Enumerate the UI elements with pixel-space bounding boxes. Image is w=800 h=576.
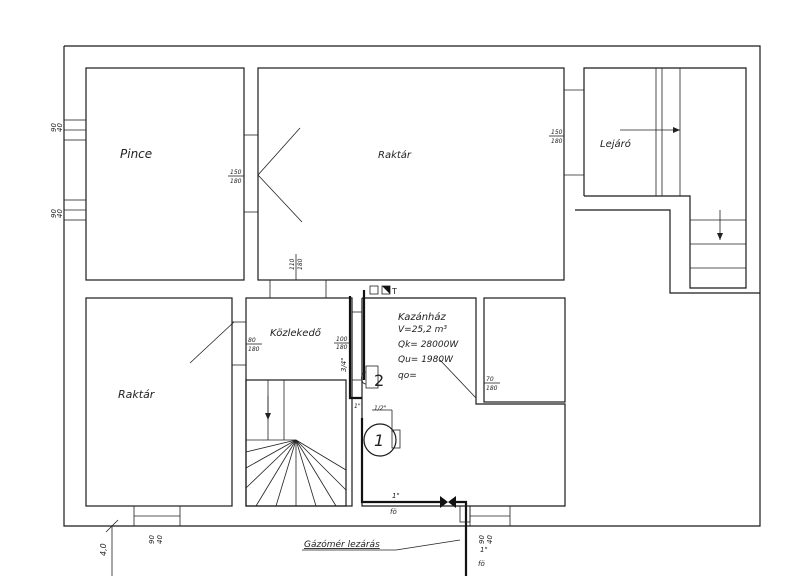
heater-number: 2 bbox=[374, 371, 384, 390]
room-raktar-top-outline bbox=[257, 67, 565, 281]
stair-kozlekedo bbox=[245, 380, 347, 507]
room-label-kazanhaz: Kazánház bbox=[398, 311, 447, 323]
pipe-label-small-2: 1/2" bbox=[374, 405, 387, 412]
door-dim-raktar-kozl-bottom: 180 bbox=[297, 258, 304, 270]
door-dim-kozl-raktar-bottom: 180 bbox=[248, 346, 260, 353]
room-label-lejaro: Lejáró bbox=[600, 138, 631, 150]
stair-lejaro bbox=[620, 68, 746, 269]
room-lejaro-outline bbox=[583, 67, 747, 289]
window-dim-pince-1-top: 90 bbox=[50, 123, 58, 132]
room-label-raktar-top: Raktár bbox=[378, 149, 412, 161]
height-dimension bbox=[105, 519, 119, 576]
window-dim-pince-1-bottom: 40 bbox=[56, 123, 64, 132]
room-kazanhaz-outline bbox=[361, 297, 566, 507]
room-outlines bbox=[85, 67, 747, 507]
wall-height-label: 4,0 bbox=[99, 543, 108, 556]
pipe-label-riser: 3/4" bbox=[340, 358, 348, 373]
gas-meter-leader bbox=[302, 539, 461, 551]
door-dim-kozl-raktar-top: 80 bbox=[248, 337, 256, 344]
pipe-labels: 3/4" 1" 1/2" 1" fö 1" fö bbox=[340, 358, 488, 569]
pipe-label-main-1: 1" bbox=[392, 492, 400, 500]
window-dim-labels: 90 40 90 40 90 40 90 40 bbox=[50, 123, 494, 544]
room-kazanhaz-niche bbox=[483, 297, 566, 403]
pipe-label-main-2: fö bbox=[390, 508, 397, 516]
room-label-pince: Pince bbox=[120, 147, 152, 161]
door-dim-kozl-kazan-top: 100 bbox=[336, 336, 348, 343]
window-dim-pince-2-top: 90 bbox=[50, 209, 58, 218]
door-dim-kozl-kazan-bottom: 180 bbox=[336, 344, 348, 351]
door-dim-pince-raktar-top: 150 bbox=[230, 169, 242, 176]
boiler-number: 1 bbox=[374, 431, 384, 450]
window-dim-raktar-w: 90 bbox=[148, 535, 156, 544]
spec-qu: Qu= 1980W bbox=[398, 355, 454, 365]
gas-valve bbox=[440, 496, 448, 508]
door-dim-kazan-right-top: 70 bbox=[486, 376, 494, 383]
room-pince-outline bbox=[85, 67, 245, 281]
pipe-label-small-1: 1" bbox=[354, 403, 361, 410]
thermostat-mark: T bbox=[391, 287, 397, 296]
door-dim-kazan-right-bottom: 180 bbox=[486, 385, 498, 392]
door-dim-raktar-lejaro-top: 150 bbox=[551, 129, 563, 136]
pipe-label-gas-2: fö bbox=[478, 560, 485, 568]
heating-pipes bbox=[348, 290, 468, 576]
door-dim-raktar-kozl-top: 110 bbox=[289, 258, 296, 270]
spec-qo: qo= bbox=[398, 371, 417, 381]
room-label-raktar-bottom: Raktár bbox=[118, 388, 156, 401]
spec-volume: V=25,2 m³ bbox=[398, 325, 447, 335]
heater-box bbox=[365, 365, 379, 389]
window-dim-raktar-h: 40 bbox=[156, 535, 164, 544]
room-raktar-bottom-outline bbox=[85, 297, 233, 507]
equipment bbox=[361, 285, 471, 523]
door-dim-pince-raktar-bottom: 180 bbox=[230, 178, 242, 185]
spec-qk: Qk= 28000W bbox=[398, 340, 459, 350]
door-dim-raktar-lejaro-bottom: 180 bbox=[551, 138, 563, 145]
window-dim-kazan-w: 90 bbox=[478, 535, 486, 544]
pipe-label-gas-1: 1" bbox=[480, 546, 488, 554]
openings bbox=[63, 89, 584, 527]
outer-walls bbox=[63, 45, 761, 527]
gas-meter-label: Gázómér lezárás bbox=[304, 539, 380, 550]
door-dim-labels: 150 180 150 180 110 180 80 180 100 180 7… bbox=[228, 129, 564, 392]
boiler-circle bbox=[363, 423, 397, 457]
window-dim-kazan-h: 40 bbox=[486, 535, 494, 544]
room-label-kozlekedo: Közlekedő bbox=[270, 327, 322, 339]
window-dim-pince-2-bottom: 40 bbox=[56, 209, 64, 218]
